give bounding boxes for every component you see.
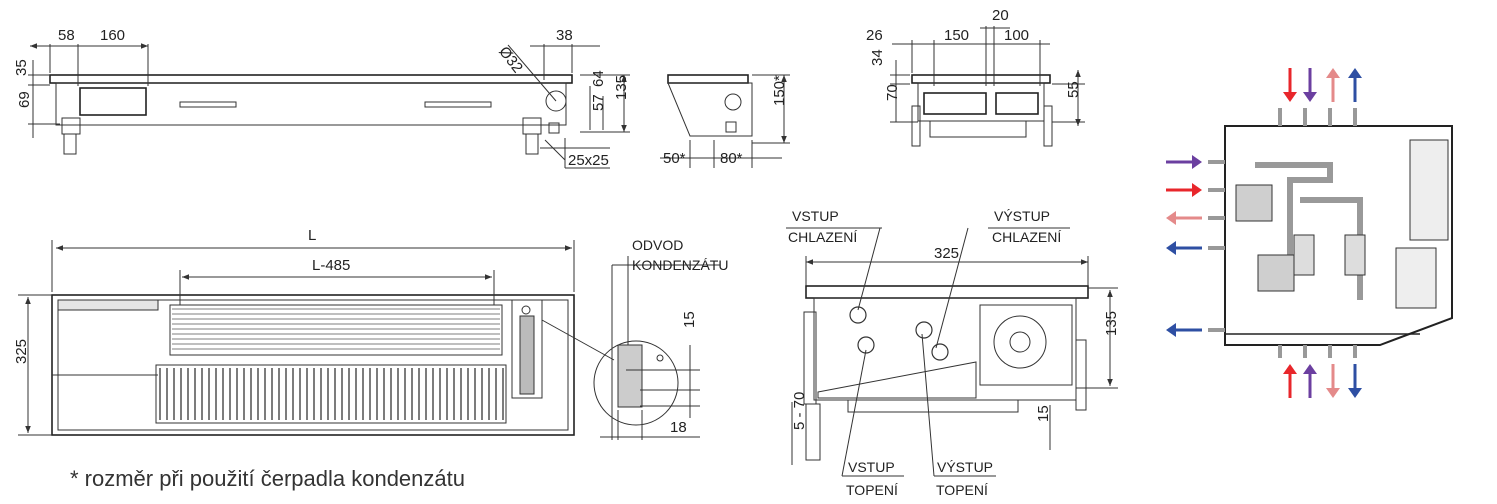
label-kondenzatu: KONDENZÁTU bbox=[632, 257, 728, 273]
dim-135-section: 135 bbox=[1103, 311, 1120, 336]
dim-70: 70 bbox=[884, 84, 901, 101]
dim-20: 20 bbox=[992, 7, 1009, 24]
dim-15-detail: 15 bbox=[681, 311, 698, 328]
arrow-heating-out-bottom-head bbox=[1326, 388, 1340, 398]
label-vstup-topeni-1: VSTUP bbox=[848, 459, 895, 475]
end-view bbox=[890, 26, 1085, 147]
dim-150: 150 bbox=[944, 27, 969, 44]
condensate-detail bbox=[593, 256, 720, 440]
dim-L-485: L-485 bbox=[312, 257, 350, 274]
arrow-cooling-in-left-head bbox=[1192, 155, 1202, 169]
plan-view bbox=[18, 240, 615, 436]
dim-325-plan: 325 bbox=[13, 339, 30, 364]
label-vstup-topeni-2: TOPENÍ bbox=[846, 482, 898, 498]
dim-160: 160 bbox=[100, 27, 125, 44]
arrow-cooling-in-bottom-head bbox=[1303, 364, 1317, 374]
front-view bbox=[28, 43, 630, 169]
dim-55: 55 bbox=[1065, 81, 1082, 98]
arrow-heating-in-bottom-head bbox=[1283, 364, 1297, 374]
dim-34: 34 bbox=[869, 49, 886, 66]
dim-15-section: 15 bbox=[1035, 405, 1052, 422]
arrow-heating-out-top-head bbox=[1326, 68, 1340, 78]
dim-150star: 150* bbox=[771, 75, 788, 106]
arrow-heating-in-left-head bbox=[1192, 183, 1202, 197]
dim-L: L bbox=[308, 227, 316, 244]
dim-69: 69 bbox=[16, 91, 33, 108]
dim-58: 58 bbox=[58, 27, 75, 44]
dim-57: 57 bbox=[590, 94, 607, 111]
label-vystup-topeni-2: TOPENÍ bbox=[936, 482, 988, 498]
dim-18: 18 bbox=[670, 419, 687, 436]
dim-25x25: 25x25 bbox=[568, 152, 609, 169]
label-vystup-topeni-1: VÝSTUP bbox=[937, 459, 993, 475]
label-vystup-chlazeni-1: VÝSTUP bbox=[994, 208, 1050, 224]
dim-50star: 50* bbox=[663, 150, 686, 167]
piping-schematic bbox=[1208, 108, 1453, 358]
arrow-cooling-out-bottom-head bbox=[1348, 388, 1362, 398]
dim-80star: 80* bbox=[720, 150, 743, 167]
dim-325-section: 325 bbox=[934, 245, 959, 262]
footnote: * rozměr při použití čerpadla kondenzátu bbox=[70, 466, 465, 491]
arrow-cooling-out-left-head bbox=[1166, 241, 1176, 255]
arrow-cooling-out-top-head bbox=[1348, 68, 1362, 78]
label-odvod: ODVOD bbox=[632, 237, 683, 253]
label-vstup-chlazeni-2: CHLAZENÍ bbox=[788, 229, 857, 245]
arrow-condensate-left-head bbox=[1166, 323, 1176, 337]
flow-arrows bbox=[1166, 68, 1362, 398]
dim-35: 35 bbox=[13, 59, 30, 76]
plan-fins bbox=[159, 308, 504, 420]
dim-5-70: 5 - 70 bbox=[791, 392, 808, 430]
arrow-heating-out-left-head bbox=[1166, 211, 1176, 225]
dim-135: 135 bbox=[613, 75, 630, 100]
section-view bbox=[786, 227, 1118, 477]
label-vstup-chlazeni-1: VSTUP bbox=[792, 208, 839, 224]
dim-d32: Ø32 bbox=[495, 43, 526, 76]
label-vystup-chlazeni-2: CHLAZENÍ bbox=[992, 229, 1061, 245]
arrow-cooling-in-top-head bbox=[1303, 92, 1317, 102]
arrow-heating-in-top-head bbox=[1283, 92, 1297, 102]
side-view bbox=[660, 74, 790, 168]
dim-26: 26 bbox=[866, 27, 883, 44]
dim-64: 64 bbox=[590, 70, 607, 87]
dim-38: 38 bbox=[556, 27, 573, 44]
dim-100: 100 bbox=[1004, 27, 1029, 44]
